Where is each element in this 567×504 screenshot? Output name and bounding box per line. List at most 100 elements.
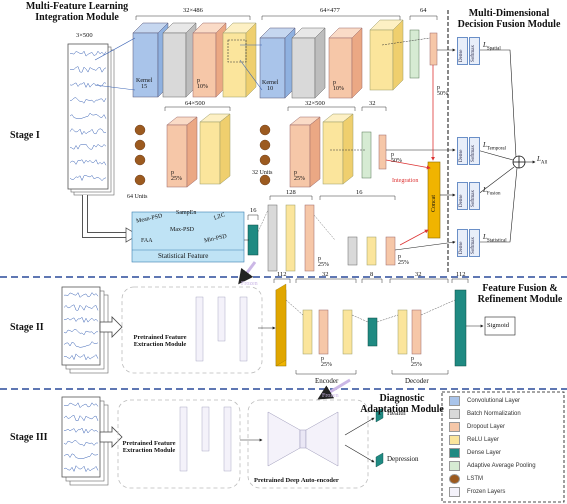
signal-trace xyxy=(69,112,107,120)
dropout-p10-b: p 10% xyxy=(333,80,344,92)
lstm-unit xyxy=(134,124,146,136)
conv-branch-top xyxy=(94,19,456,99)
s2-dim-32a: 32 xyxy=(322,271,329,278)
loss-all: LAll xyxy=(537,155,548,166)
dropout-p25-c: p 25% xyxy=(318,256,329,268)
units-32: 32 Units xyxy=(252,170,273,176)
lstm-unit xyxy=(134,154,146,166)
signal-trace xyxy=(69,81,107,89)
legend-item: ReLU Layer xyxy=(449,434,499,446)
mid-dim-3: 32 xyxy=(369,100,376,107)
s2-dim-8: 8 xyxy=(370,271,374,278)
signal-trace xyxy=(69,159,107,166)
signal-trace xyxy=(69,97,107,104)
signal-trace xyxy=(63,304,99,311)
decoder-label: Decoder xyxy=(405,377,429,385)
loss-spatial: LSpatial xyxy=(483,41,501,52)
autoencoder-label: Pretrained Deep Auto-encoder xyxy=(254,477,339,484)
legend-swatch xyxy=(449,409,460,419)
legend-swatch xyxy=(449,422,460,432)
bot-dim-2: 128 xyxy=(286,189,296,196)
bot-dim-3: 16 xyxy=(356,189,363,196)
s2-dim-112a: 112 xyxy=(277,271,287,278)
stage-2-label: Stage II xyxy=(10,322,44,333)
right-title: Multi-Dimensional Decision Fusion Module xyxy=(457,8,561,30)
lstm-branch xyxy=(134,113,456,188)
s2-dim-32b: 32 xyxy=(415,271,422,278)
integration-label: Integration xyxy=(392,178,419,184)
statistical-branch xyxy=(82,15,456,272)
top-dim-2: 64×477 xyxy=(320,7,340,14)
dropout-p25-b: p 25% xyxy=(294,170,305,182)
stage3-block xyxy=(61,396,384,489)
encoder-label: Encoder xyxy=(315,377,339,385)
concat-label: Concat xyxy=(431,195,437,212)
signal-trace xyxy=(63,341,99,348)
dropout-p10-a: p 10% xyxy=(197,78,208,90)
signal-trace xyxy=(69,175,107,182)
health-label: Health xyxy=(387,409,406,417)
signal-trace xyxy=(63,465,99,473)
loss-statistical: LStatistical xyxy=(483,233,507,244)
lstm-unit xyxy=(259,124,271,136)
dropout-p50-a: p 50% xyxy=(437,85,448,97)
fusion-title: Feature Fusion & Refinement Module xyxy=(477,283,563,305)
legend-swatch xyxy=(449,448,460,458)
frozen-layer xyxy=(201,406,210,452)
frozen-label-1: Frozen xyxy=(241,281,258,287)
signal-trace xyxy=(63,427,99,434)
dropout-p25-d: p 25% xyxy=(398,254,409,266)
input-dim: 3×500 xyxy=(76,32,93,39)
loss-temporal: LTemporal xyxy=(483,141,506,152)
input-signal-stack xyxy=(67,43,115,196)
frozen-arrow-1 xyxy=(238,261,257,285)
pretrained-feature-label-2: Pretrained Feature Extraction Module xyxy=(133,334,187,348)
legend-frame xyxy=(441,391,565,503)
fusion-connectors xyxy=(476,49,536,243)
statistical-feature-title: Statistical Feature xyxy=(158,252,209,260)
lstm-unit xyxy=(134,139,146,151)
softmax-spatial: Softmax xyxy=(469,37,480,65)
stage2-block xyxy=(61,278,516,375)
softmax-statistical: Softmax xyxy=(469,229,480,257)
signal-trace xyxy=(63,440,98,447)
frozen-layer xyxy=(239,296,248,362)
softmax-temporal: Softmax xyxy=(469,137,480,165)
signal-trace xyxy=(63,452,99,460)
dense-temporal: Dense xyxy=(457,137,468,165)
frozen-layer xyxy=(223,406,232,472)
sf-sampen: SampEn xyxy=(176,210,197,216)
legend-item: Dropout Layer xyxy=(449,421,505,433)
softmax-fusion: Softmax xyxy=(469,182,480,210)
sf-faa: FAA xyxy=(141,238,153,244)
legend-swatch xyxy=(449,487,460,497)
s2-dim-112b: 112 xyxy=(456,271,466,278)
signal-trace xyxy=(63,353,99,361)
legend-item: Dense Layer xyxy=(449,447,501,459)
signal-trace xyxy=(69,143,107,150)
diag-title: Diagnostic Adaptation Module xyxy=(360,393,444,415)
stage-1-label: Stage I xyxy=(10,130,40,141)
dropout-p50-b: p 50% xyxy=(391,152,402,164)
sigmoid-label: Sigmoid xyxy=(487,322,510,329)
legend-swatch xyxy=(449,435,460,445)
kernel-15-label: Kernel 15 xyxy=(136,78,153,90)
legend-swatch xyxy=(449,396,460,406)
signal-trace xyxy=(63,292,99,298)
signal-trace xyxy=(69,50,107,57)
concat-block xyxy=(385,65,456,246)
units-64: 64 Units xyxy=(127,194,148,200)
top-dim-1: 32×486 xyxy=(183,7,203,14)
mid-dim-2: 32×500 xyxy=(305,100,325,107)
sf-max-psd: Max-PSD xyxy=(170,227,195,233)
legend-item: Adaptive Average Pooling xyxy=(449,460,536,472)
depression-label: Depression xyxy=(387,455,419,463)
s2-dropout-p25-b: p 25% xyxy=(411,356,422,368)
bot-dim-1: 16 xyxy=(250,207,257,214)
left-title: Multi-Feature Learning Integration Modul… xyxy=(25,1,129,23)
signal-trace xyxy=(69,128,107,136)
s2-dropout-p25-a: p 25% xyxy=(321,356,332,368)
signal-trace xyxy=(63,402,99,409)
frozen-layer xyxy=(217,296,226,342)
